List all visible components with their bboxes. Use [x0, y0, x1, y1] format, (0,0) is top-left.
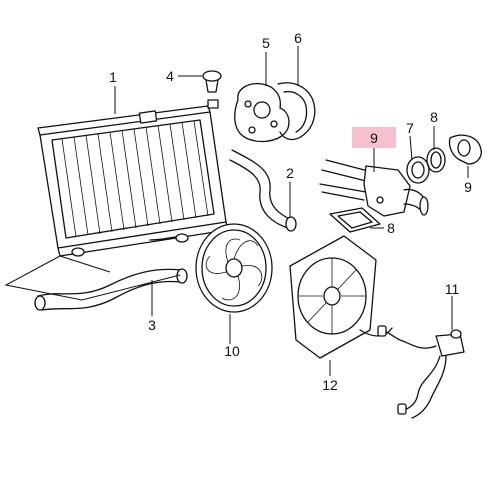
fan-motor-harness	[377, 325, 465, 419]
upper-hose	[229, 149, 297, 232]
highlight-box	[352, 127, 396, 148]
callout-7: 7	[406, 120, 414, 136]
housing-gasket-lower	[329, 207, 381, 233]
leader-lines	[4, 46, 469, 376]
callout-8-upper: 8	[430, 109, 438, 125]
callout-9-highlighted: 9	[370, 130, 378, 146]
cooling-fan	[195, 223, 273, 313]
callout-2: 2	[286, 165, 294, 181]
callout-9-right: 9	[464, 179, 472, 195]
water-inlet	[448, 134, 482, 165]
callout-10: 10	[224, 343, 240, 359]
callout-8-lower: 8	[387, 220, 395, 236]
callout-12: 12	[322, 377, 338, 393]
callout-1: 1	[109, 69, 117, 85]
callout-11: 11	[445, 281, 460, 297]
callout-4: 4	[166, 68, 174, 84]
callout-6: 6	[294, 30, 302, 46]
lower-hose	[34, 268, 188, 311]
callout-numbers: 1 4 5 6 2 3 10 12 11 9 7 8 9 8	[109, 30, 472, 393]
thermostat-gasket	[426, 147, 446, 173]
radiator	[37, 105, 229, 257]
thermostat	[406, 156, 430, 184]
water-outlet-assembly	[319, 159, 429, 217]
radiator-cap	[202, 70, 222, 109]
fan-shroud	[289, 235, 393, 359]
water-pump	[234, 82, 290, 143]
callout-3: 3	[148, 317, 156, 333]
callout-5: 5	[262, 35, 270, 51]
